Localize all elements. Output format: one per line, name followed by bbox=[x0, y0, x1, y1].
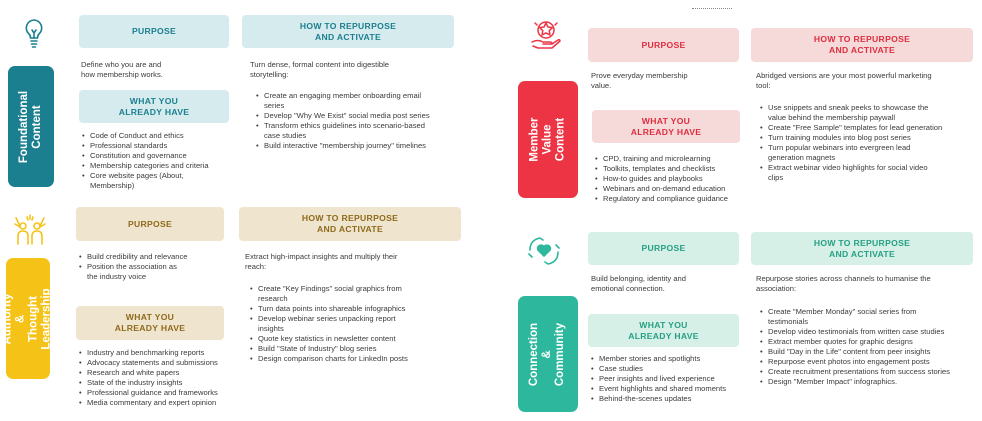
authority-purpose-list: Build credibility and relevance Position… bbox=[78, 252, 233, 282]
list-item: Toolkits, templates and checklists bbox=[594, 164, 754, 174]
authority-have-list: Industry and benchmarking reports Advoca… bbox=[78, 348, 243, 408]
list-item: Member stories and spotlights bbox=[590, 354, 750, 364]
foundational-have-list: Code of Conduct and ethics Professional … bbox=[81, 131, 236, 191]
member-value-side-label: Member Value Content bbox=[518, 81, 578, 198]
list-item: Code of Conduct and ethics bbox=[81, 131, 236, 141]
list-item: Position the association as the industry… bbox=[78, 262, 233, 282]
connection-side-label: Connection & Community bbox=[518, 296, 578, 412]
list-item: Design "Member Impact" infographics. bbox=[759, 377, 981, 387]
connection-purpose-text: Build belonging, identity and emotional … bbox=[591, 274, 686, 293]
list-item: Create recruitment presentations from su… bbox=[759, 367, 981, 377]
list-item: State of the industry insights bbox=[78, 378, 243, 388]
foundational-repurpose-list: Create an engaging member onboarding ema… bbox=[255, 91, 470, 151]
list-item: Create "Free Sample" templates for lead … bbox=[759, 123, 979, 133]
list-item: Behind-the-scenes updates bbox=[590, 394, 750, 404]
list-item: Build "State of Industry" blog series bbox=[249, 344, 469, 354]
connection-have-list: Member stories and spotlights Case studi… bbox=[590, 354, 750, 404]
list-item: Turn training modules into blog post ser… bbox=[759, 133, 979, 143]
people-celebrating-icon bbox=[14, 214, 46, 245]
authority-repurpose-intro: Extract high-impact insights and multipl… bbox=[245, 252, 398, 271]
connection-repurpose-intro: Repurpose stories across channels to hum… bbox=[756, 274, 931, 293]
list-item: Use snippets and sneak peeks to showcase… bbox=[759, 103, 979, 123]
list-item: Quote key statistics in newsletter conte… bbox=[249, 334, 469, 344]
list-item: Industry and benchmarking reports bbox=[78, 348, 243, 358]
foundational-repurpose-intro: Turn dense, formal content into digestib… bbox=[250, 60, 390, 79]
list-item: Core website pages (About, Membership) bbox=[81, 171, 236, 191]
list-item: Constitution and governance bbox=[81, 151, 236, 161]
authority-purpose-header: PURPOSE bbox=[76, 207, 224, 241]
authority-side-label: Authority & Thought Leadership bbox=[2, 258, 53, 379]
list-item: Research and white papers bbox=[78, 368, 243, 378]
list-item: Repurpose event photos into engagement p… bbox=[759, 357, 981, 367]
member-value-have-header: WHAT YOU ALREADY HAVE bbox=[592, 110, 740, 143]
member-value-repurpose-list: Use snippets and sneak peeks to showcase… bbox=[759, 103, 979, 183]
connection-repurpose-list: Create "Member Monday" social series fro… bbox=[759, 307, 981, 387]
connection-repurpose-header: HOW TO REPURPOSE AND ACTIVATE bbox=[751, 232, 973, 265]
list-item: Create an engaging member onboarding ema… bbox=[255, 91, 470, 111]
connection-have-header: WHAT YOU ALREADY HAVE bbox=[588, 314, 739, 347]
list-item: Develop webinar series unpacking report … bbox=[249, 314, 469, 334]
member-value-purpose-header: PURPOSE bbox=[588, 28, 739, 62]
list-item: Create "Member Monday" social series fro… bbox=[759, 307, 981, 327]
list-item: How-to guides and playbooks bbox=[594, 174, 754, 184]
list-item: Extract member quotes for graphic design… bbox=[759, 337, 981, 347]
foundational-purpose-text: Define who you are and how membership wo… bbox=[81, 60, 163, 79]
list-item: Advocacy statements and submissions bbox=[78, 358, 243, 368]
foundational-repurpose-header: HOW TO REPURPOSE AND ACTIVATE bbox=[242, 15, 454, 48]
list-item: Membership categories and criteria bbox=[81, 161, 236, 171]
list-item: Webinars and on-demand education bbox=[594, 184, 754, 194]
list-item: Build interactive "membership journey" t… bbox=[255, 141, 470, 151]
authority-repurpose-list: Create "Key Findings" social graphics fr… bbox=[249, 284, 469, 364]
authority-have-header: WHAT YOU ALREADY HAVE bbox=[76, 306, 224, 340]
member-value-have-list: CPD, training and microlearning Toolkits… bbox=[594, 154, 754, 204]
list-item: Professional standards bbox=[81, 141, 236, 151]
list-item: Design comparison charts for LinkedIn po… bbox=[249, 354, 469, 364]
list-item: Turn data points into shareable infograp… bbox=[249, 304, 469, 314]
foundational-purpose-header: PURPOSE bbox=[79, 15, 229, 48]
list-item: Develop "Why We Exist" social media post… bbox=[255, 111, 470, 121]
member-value-repurpose-header: HOW TO REPURPOSE AND ACTIVATE bbox=[751, 28, 973, 62]
list-item: Transform ethics guidelines into scenari… bbox=[255, 121, 470, 141]
list-item: Extract webinar video highlights for soc… bbox=[759, 163, 979, 183]
list-item: Build credibility and relevance bbox=[78, 252, 233, 262]
foundational-side-label: Foundational Content bbox=[8, 66, 54, 187]
list-item: Peer insights and lived experience bbox=[590, 374, 750, 384]
connection-purpose-header: PURPOSE bbox=[588, 232, 739, 265]
list-item: Regulatory and compliance guidance bbox=[594, 194, 754, 204]
hand-star-icon bbox=[531, 21, 561, 49]
list-item: Event highlights and shared moments bbox=[590, 384, 750, 394]
list-item: Develop video testimonials from written … bbox=[759, 327, 981, 337]
list-item: Professional guidance and frameworks bbox=[78, 388, 243, 398]
list-item: Turn popular webinars into evergreen lea… bbox=[759, 143, 979, 163]
lightbulb-icon bbox=[25, 19, 43, 48]
member-value-repurpose-intro: Abridged versions are your most powerful… bbox=[756, 71, 932, 90]
top-cropped-text bbox=[692, 8, 732, 12]
list-item: Media commentary and expert opinion bbox=[78, 398, 243, 408]
list-item: Build "Day in the Life" content from pee… bbox=[759, 347, 981, 357]
heart-hands-icon bbox=[528, 237, 560, 265]
foundational-have-header: WHAT YOU ALREADY HAVE bbox=[79, 90, 229, 123]
list-item: Case studies bbox=[590, 364, 750, 374]
list-item: CPD, training and microlearning bbox=[594, 154, 754, 164]
authority-repurpose-header: HOW TO REPURPOSE AND ACTIVATE bbox=[239, 207, 461, 241]
member-value-purpose-text: Prove everyday membership value. bbox=[591, 71, 688, 90]
list-item: Create "Key Findings" social graphics fr… bbox=[249, 284, 469, 304]
